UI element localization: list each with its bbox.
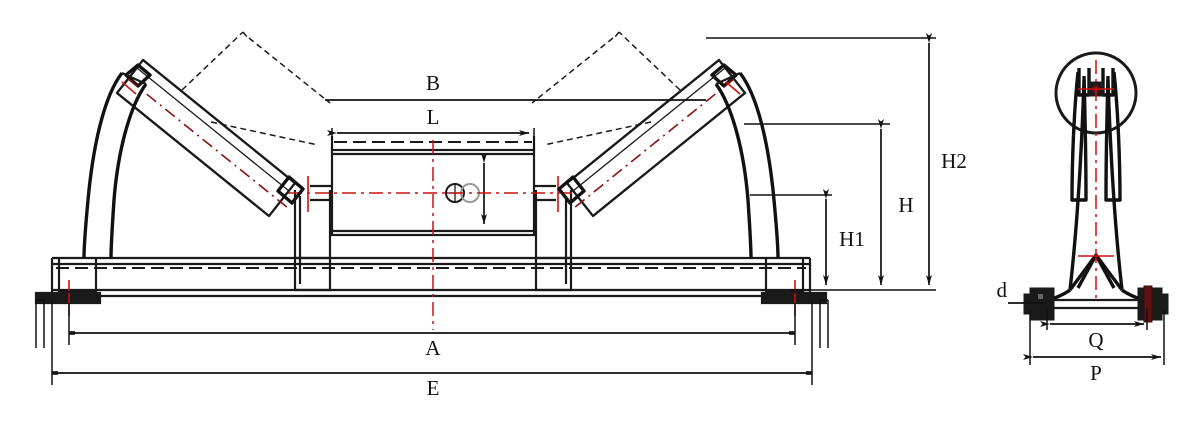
dimension-H-label: H xyxy=(898,193,913,217)
centre-roller-bracket-right xyxy=(534,190,573,292)
end-view-base-bar xyxy=(1036,298,1156,310)
side-roller-left-axis xyxy=(127,78,289,209)
support-arm-right xyxy=(714,71,780,259)
dimension-Q-label: Q xyxy=(1088,328,1103,352)
base-frame-beam xyxy=(50,256,812,298)
side-roller-right xyxy=(531,31,747,218)
end-section-view: d Q P xyxy=(997,51,1169,385)
right-trough-projection-a xyxy=(618,31,681,91)
dimension-H2: H2 xyxy=(706,33,967,291)
dimension-d-label: d xyxy=(997,278,1008,302)
dimension-A-label: A xyxy=(425,336,441,360)
leg-bracket-right-outer xyxy=(764,258,805,294)
leg-bracket-left-outer xyxy=(57,258,98,294)
dimension-H1-label: H1 xyxy=(839,227,865,251)
dimension-H2-label: H2 xyxy=(941,149,967,173)
dimension-B: B xyxy=(325,71,706,101)
left-trough-projection-b xyxy=(248,37,331,104)
dimension-P: P xyxy=(1023,310,1165,385)
side-roller-right-axis xyxy=(573,78,735,209)
dimension-H1: H1 xyxy=(750,189,865,285)
dimension-H: H xyxy=(744,119,914,285)
support-arm-left xyxy=(82,71,148,259)
left-roller-hidden-edge xyxy=(210,121,319,146)
end-view-foot-left xyxy=(1023,287,1055,321)
front-elevation-view: B L H1 H H2 xyxy=(34,31,967,400)
dimension-d: d xyxy=(997,278,1046,304)
side-roller-left xyxy=(115,31,331,218)
end-view-foot-right xyxy=(1137,285,1169,323)
dimension-A: A xyxy=(68,303,796,360)
dimension-B-label: B xyxy=(426,71,440,95)
right-trough-projection-b xyxy=(531,37,614,104)
dimension-L: L xyxy=(327,105,535,150)
dimension-Q: Q xyxy=(1040,308,1148,352)
dimension-L-label: L xyxy=(427,105,440,129)
dimension-E: E xyxy=(51,300,813,400)
end-leader-bracket-right xyxy=(819,299,829,348)
centre-roller-bracket-left xyxy=(293,190,332,292)
right-roller-hidden-edge xyxy=(543,121,652,146)
dimension-P-label: P xyxy=(1090,361,1102,385)
left-trough-projection-a xyxy=(181,31,244,91)
end-leader-bracket-left xyxy=(35,299,45,348)
dimension-E-label: E xyxy=(427,376,440,400)
